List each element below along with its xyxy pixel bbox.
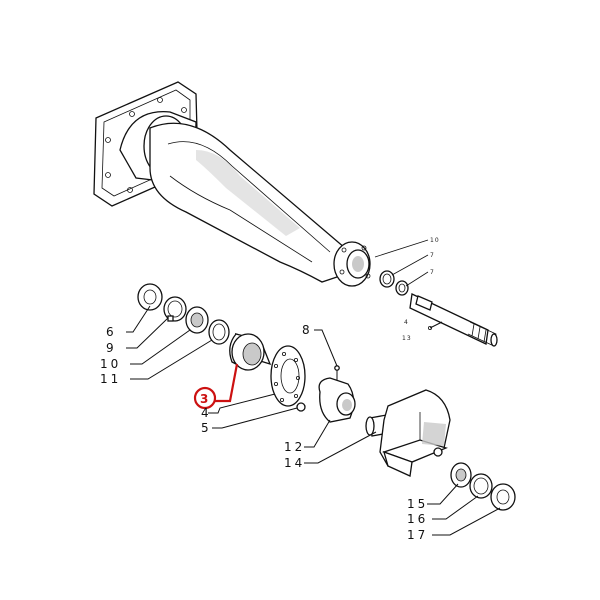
- bearing-10: [185, 306, 209, 334]
- bushing-3: [229, 332, 272, 371]
- pivot-12: [318, 365, 356, 423]
- flange-plate-4: [270, 345, 306, 407]
- highlight-leader-3: [215, 363, 239, 403]
- label-14: 14: [284, 456, 305, 470]
- label-6: 6: [106, 325, 117, 339]
- ring-11: [208, 319, 230, 345]
- label-9: 9: [106, 341, 117, 355]
- bolt-5: [296, 402, 306, 412]
- leader-lines: [126, 239, 501, 536]
- snap-ring-9: [163, 296, 187, 322]
- label-3: 3: [200, 392, 208, 406]
- label-4: 4: [201, 406, 212, 420]
- label-10: 10: [100, 357, 121, 371]
- label-8: 8: [302, 323, 313, 337]
- axle-housing: [93, 81, 371, 287]
- label-15: 15: [407, 497, 428, 511]
- label-11: 11: [100, 372, 121, 386]
- bearing-15: [450, 462, 472, 488]
- highlight-circle-3: [193, 386, 217, 410]
- small-label-7-bottom: 7: [430, 269, 435, 276]
- label-5: 5: [201, 421, 212, 435]
- label-16: 16: [407, 512, 428, 526]
- upper-shaft-assembly: [379, 270, 498, 347]
- snap-ring-16: [469, 473, 493, 499]
- small-label-13: 13: [402, 335, 412, 342]
- small-label-7-top: 7: [430, 252, 435, 259]
- label-17: 17: [407, 528, 428, 542]
- thrust-washer-17: [490, 483, 516, 511]
- yoke-14: [365, 389, 451, 477]
- small-label-10: 10: [430, 237, 440, 244]
- label-12: 12: [284, 440, 305, 454]
- small-label-4: 4: [404, 319, 409, 326]
- thrust-washer-6: [137, 283, 163, 311]
